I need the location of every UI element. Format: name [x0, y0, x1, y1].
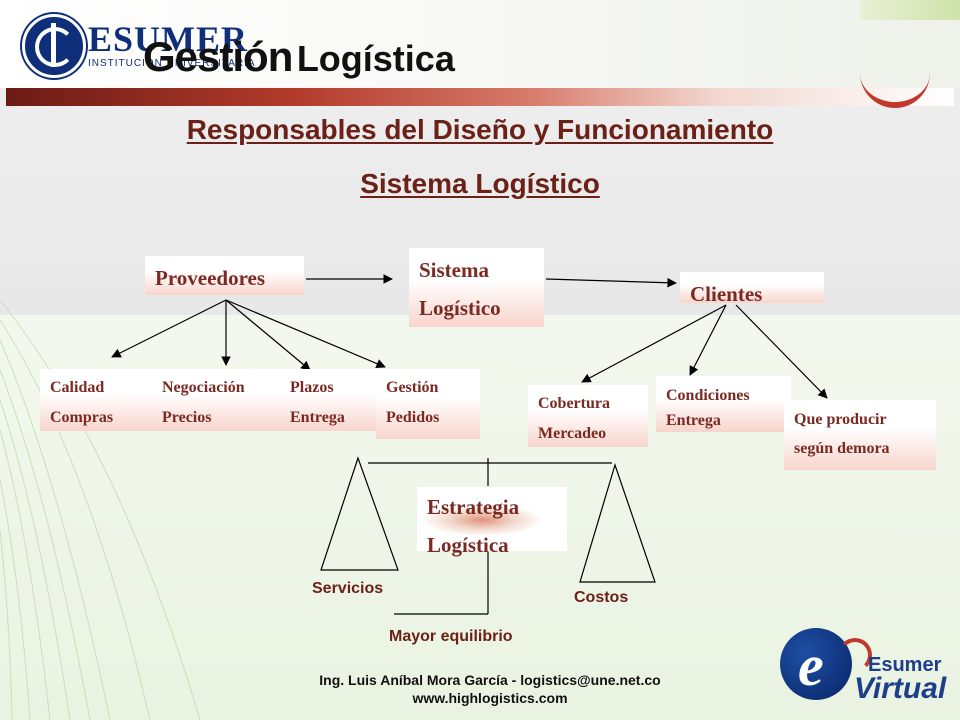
arrow-to-gestion	[225, 299, 386, 369]
child-gestion-line-1: Gestión	[386, 379, 439, 396]
node-sistema-logistico: Sistema Logístico	[409, 248, 544, 327]
node-clientes: Clientes	[680, 272, 824, 306]
ev-letter: e	[798, 633, 824, 698]
arrow-to-que-producir	[735, 304, 828, 399]
estrategia-line-1: Estrategia	[427, 495, 520, 519]
child-condiciones-line-2: Entrega	[666, 412, 721, 429]
child-calidad-line-1: Calidad	[50, 379, 105, 396]
child-negociacion-line-1: Negociación	[162, 379, 245, 396]
estrategia-line-2: Logística	[427, 533, 509, 557]
footer-website: www.highlogistics.com	[412, 690, 568, 706]
esumer-logo: ESUMER INSTITUCIÓN UNIVERSITARIA	[22, 14, 292, 78]
node-proveedores: Proveedores	[145, 256, 304, 295]
ev-brand-esumer: Esumer	[868, 654, 942, 676]
node-sistema-line-2: Logístico	[419, 296, 501, 320]
proveedores-children-band	[40, 369, 380, 431]
label-servicios: Servicios	[312, 580, 384, 597]
arrow-to-condiciones	[689, 304, 727, 376]
node-clientes-label: Clientes	[690, 282, 763, 306]
child-que-producir: Que producir según demora	[784, 400, 936, 470]
logo-word: ESUMER	[88, 19, 249, 59]
child-calidad-compras: Calidad Compras	[50, 373, 113, 433]
child-condiciones-entrega: Condiciones Entrega	[656, 376, 791, 432]
subtitle-line-1: Responsables del Diseño y Funcionamiento	[186, 114, 774, 145]
esumer-emblem-icon	[22, 14, 86, 78]
node-sistema-line-1: Sistema	[419, 258, 489, 282]
child-negociacion-precios: Negociación Precios	[162, 373, 245, 433]
label-costos: Costos	[574, 589, 629, 606]
node-proveedores-label: Proveedores	[155, 266, 266, 290]
arrow-sistema-clientes	[545, 277, 677, 288]
child-gestion-line-2: Pedidos	[386, 409, 440, 426]
child-cobertura-line-1: Cobertura	[538, 395, 610, 412]
page-title: Gestión Logística	[143, 33, 455, 81]
child-cobertura-line-2: Mercadeo	[538, 425, 607, 442]
header-band	[0, 0, 960, 88]
title-part-2: Logística	[296, 38, 455, 79]
ev-brand-virtual: Virtual	[854, 672, 947, 705]
servicios-triangle	[320, 456, 399, 571]
child-plazos-line-2: Entrega	[290, 409, 345, 426]
logo-subtitle: INSTITUCIÓN UNIVERSITARIA	[88, 58, 256, 69]
swoosh-icon	[838, 638, 872, 672]
header-red-strip	[6, 88, 954, 106]
title-part-1: Gestión	[143, 33, 293, 80]
child-que-producir-line-2: según demora	[794, 440, 890, 457]
background-curves	[0, 299, 201, 720]
arrow-to-cobertura	[581, 304, 727, 383]
child-calidad-line-2: Compras	[50, 409, 114, 426]
child-negociacion-line-2: Precios	[162, 409, 212, 426]
footer-author: Ing. Luis Aníbal Mora García - logistics…	[319, 672, 661, 688]
child-cobertura-mercadeo: Cobertura Mercadeo	[528, 385, 648, 447]
arrow-to-calidad	[111, 299, 227, 358]
subtitle-line-2: Sistema Logístico	[360, 168, 600, 199]
arrow-to-plazos	[225, 299, 311, 371]
child-gestion-text: Gestión Pedidos	[386, 373, 439, 433]
child-condiciones-line-1: Condiciones	[666, 387, 750, 404]
child-gestion-pedidos	[376, 369, 480, 439]
child-que-producir-line-1: Que producir	[794, 411, 887, 428]
child-plazos-entrega: Plazos Entrega	[290, 373, 345, 433]
child-plazos-line-1: Plazos	[290, 379, 334, 396]
header-red-arc	[860, 58, 930, 108]
header-accent	[860, 0, 960, 20]
esumer-virtual-logo: e Esumer Virtual	[780, 628, 950, 708]
label-mayor-equilibrio: Mayor equilibrio	[389, 628, 513, 645]
node-estrategia-logistica: Estrategia Logística	[417, 487, 567, 557]
costos-triangle	[579, 463, 656, 583]
